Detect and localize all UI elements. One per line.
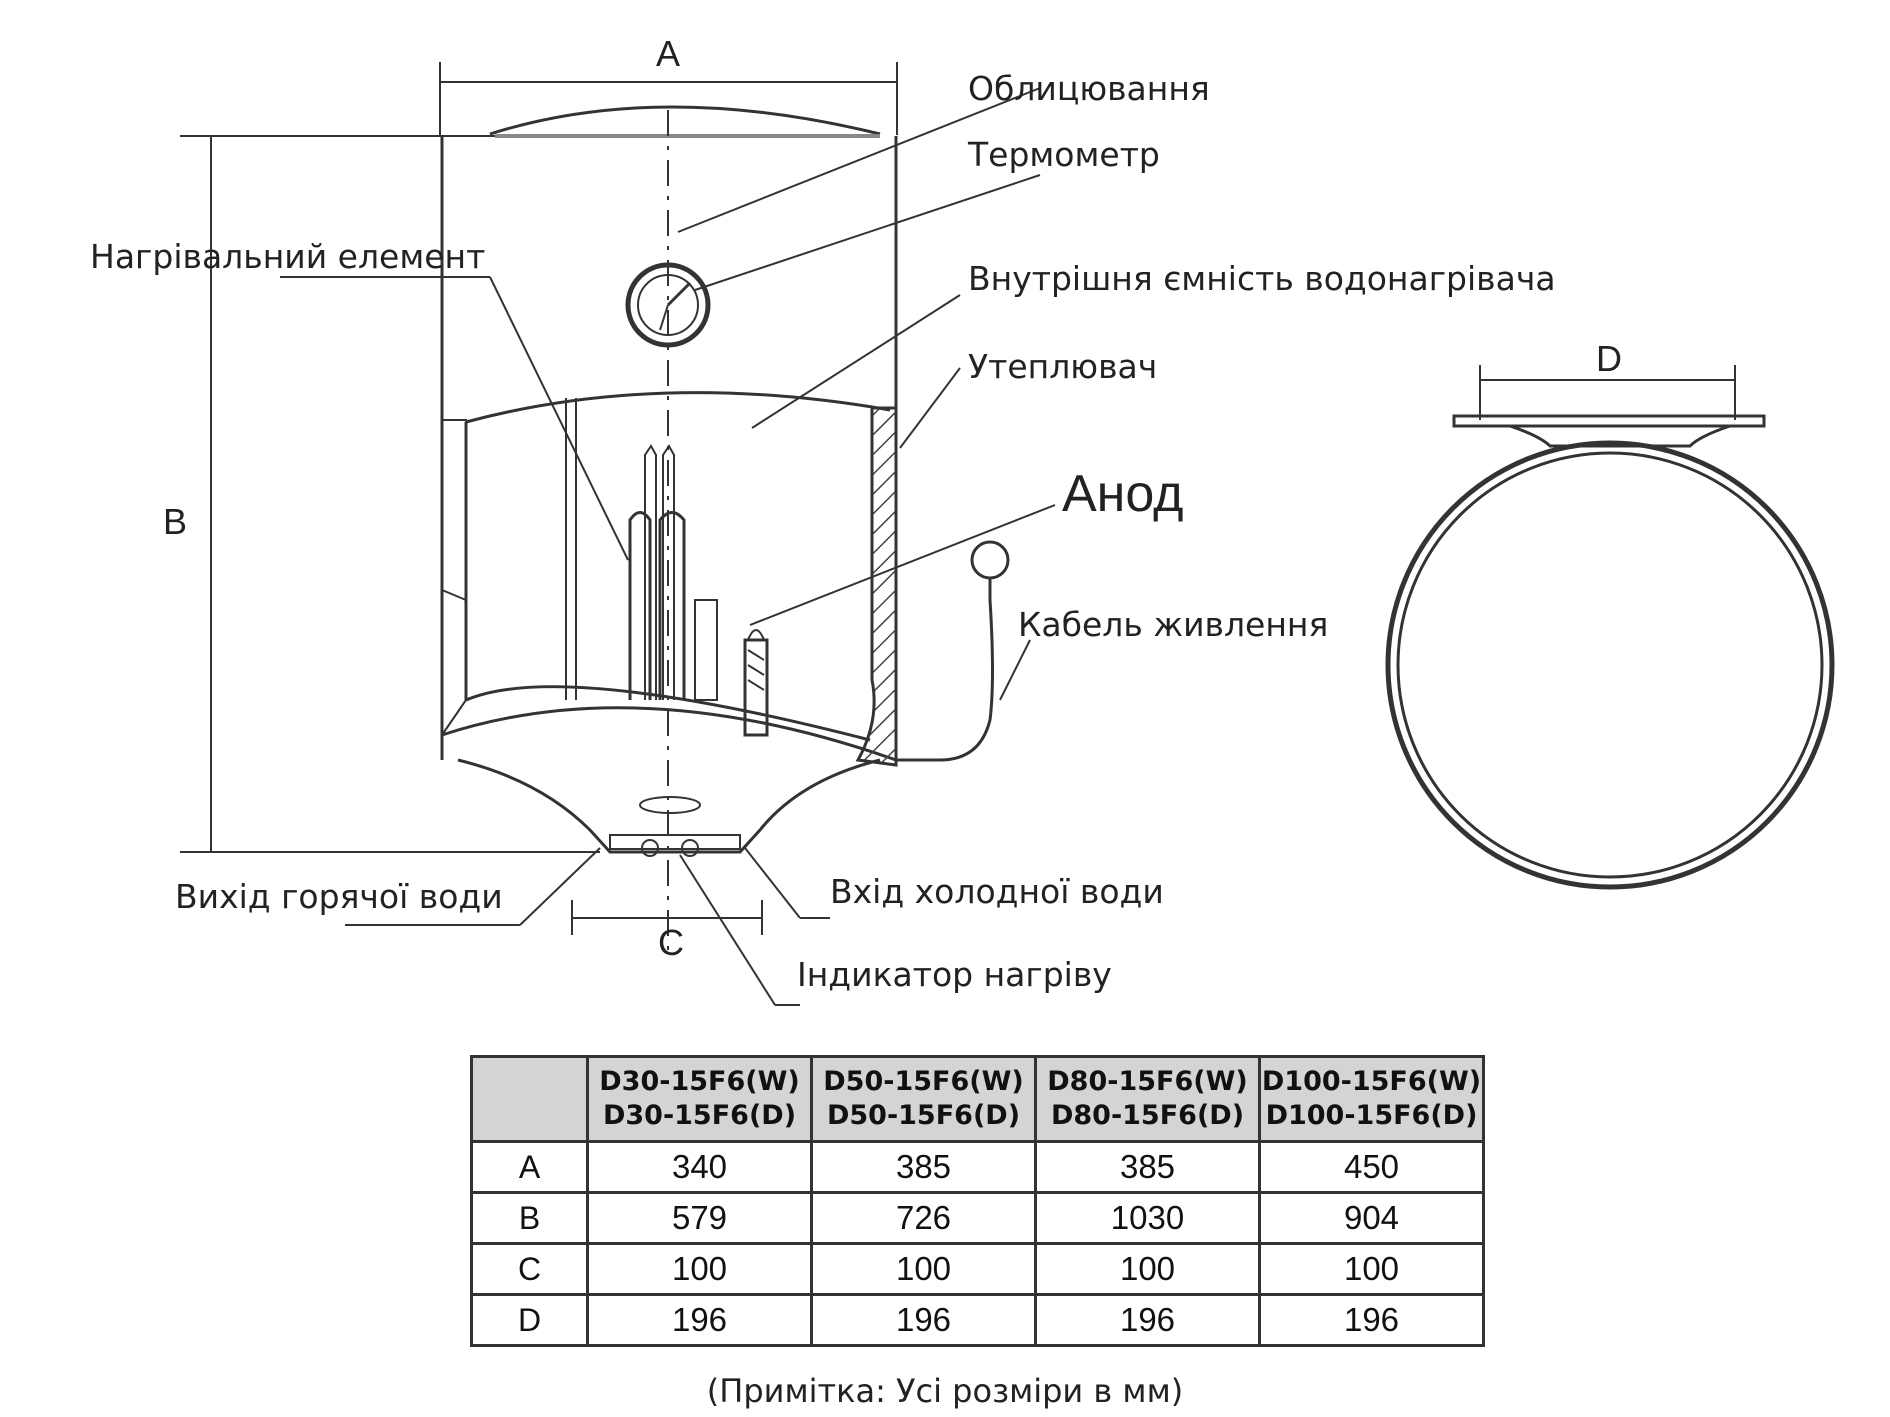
table-header-row: D30-15F6(W)D30-15F6(D) D50-15F6(W)D50-15…	[470, 1055, 1485, 1143]
table-cell: 196	[1258, 1293, 1485, 1347]
units-note: (Примітка: Усі розміри в мм)	[706, 1372, 1184, 1410]
table-row: D 196 196 196 196	[470, 1293, 1485, 1347]
table-row: B 579 726 1030 904	[470, 1191, 1485, 1245]
table-row: A 340 385 385 450	[470, 1140, 1485, 1194]
table-cell: 196	[586, 1293, 813, 1347]
table-cell: 904	[1258, 1191, 1485, 1245]
label-cold-water-inlet: Вхід холодної води	[830, 872, 1164, 911]
dimensions-table: D30-15F6(W)D30-15F6(D) D50-15F6(W)D50-15…	[470, 1055, 1485, 1347]
table-row: C 100 100 100 100	[470, 1242, 1485, 1296]
bottom-cap	[457, 758, 881, 857]
table-row-label: C	[470, 1242, 589, 1296]
table-row-label: D	[470, 1293, 589, 1347]
label-cladding: Облицювання	[968, 69, 1210, 108]
dimension-a-line	[439, 62, 898, 135]
thermometer-gauge	[625, 262, 711, 348]
table-cell: 385	[1034, 1140, 1261, 1194]
table-model-header: D100-15F6(W)D100-15F6(D)	[1258, 1055, 1485, 1143]
table-cell: 100	[810, 1242, 1037, 1296]
dimension-d-label: D	[1596, 338, 1622, 379]
table-cell: 1030	[1034, 1191, 1261, 1245]
label-inner-tank: Внутрішня ємність водонагрівача	[968, 259, 1556, 298]
table-model-header: D50-15F6(W)D50-15F6(D)	[810, 1055, 1037, 1143]
table-cell: 196	[1034, 1293, 1261, 1347]
table-cell: 100	[1034, 1242, 1261, 1296]
table-cell: 450	[1258, 1140, 1485, 1194]
dimension-b-label: B	[163, 501, 188, 542]
table-row-label: A	[470, 1140, 589, 1194]
table-model-header: D80-15F6(W)D80-15F6(D)	[1034, 1055, 1261, 1143]
side-view	[1385, 365, 1835, 890]
table-cell: 100	[1258, 1242, 1485, 1296]
table-cell: 196	[810, 1293, 1037, 1347]
table-cell: 100	[586, 1242, 813, 1296]
table-corner-cell	[470, 1055, 589, 1143]
inner-tank	[441, 391, 897, 762]
label-insulation: Утеплювач	[968, 347, 1158, 386]
dimension-c-label: C	[658, 922, 684, 963]
table-cell: 385	[810, 1140, 1037, 1194]
table-cell: 340	[586, 1140, 813, 1194]
label-hot-water-outlet: Вихід горячої води	[175, 877, 503, 916]
table-cell: 579	[586, 1191, 813, 1245]
power-cable	[896, 540, 1010, 762]
anode	[743, 629, 769, 737]
dimension-a-label: A	[656, 33, 681, 74]
table-model-header: D30-15F6(W)D30-15F6(D)	[586, 1055, 813, 1143]
label-power-cable: Кабель живлення	[1018, 605, 1329, 644]
label-heating-element: Нагрівальний елемент	[90, 237, 486, 276]
heating-element	[628, 444, 718, 701]
table-cell: 726	[810, 1191, 1037, 1245]
label-thermometer: Термометр	[968, 135, 1160, 174]
leader-lines	[280, 87, 1056, 1006]
label-anode: Анод	[1062, 465, 1184, 523]
label-heating-indicator: Індикатор нагріву	[797, 955, 1112, 994]
insulation-hatch	[855, 406, 898, 767]
dimension-b-line	[180, 135, 600, 853]
table-row-label: B	[470, 1191, 589, 1245]
